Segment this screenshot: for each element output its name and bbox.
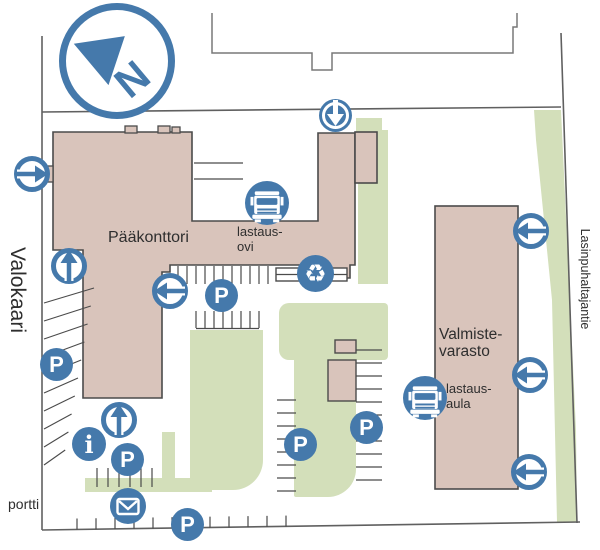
parking-icon: P [40, 348, 73, 381]
north-compass-icon: N [59, 3, 175, 119]
green-bar-southwest [85, 478, 212, 492]
compass-north-letter: N [105, 51, 159, 107]
green-sliver-southwest [162, 432, 175, 480]
parking-icon: P [171, 508, 204, 541]
entrance-arrow-left-icon [513, 213, 549, 249]
entrance-arrow-right-icon [14, 156, 50, 192]
info-icon: i [72, 427, 106, 461]
mailbox-icon [110, 488, 146, 524]
loading-truck-icon [403, 376, 447, 420]
loading-hall-label: lastaus- aula [446, 381, 492, 411]
entrance-arrow-down-icon [319, 99, 352, 132]
street-name-east: Lasinpuhaltajantie [578, 228, 592, 330]
entrance-arrow-up-icon [51, 248, 87, 284]
green-strip-east-street [190, 330, 263, 490]
parking-icon: P [111, 443, 144, 476]
gate-label: portti [8, 496, 40, 512]
entrance-arrow-up-icon [101, 402, 137, 438]
street-name-west: Valokaari [6, 247, 29, 333]
recycle-icon: ♻ [297, 255, 334, 292]
entrance-arrow-left-icon [152, 273, 188, 309]
entrance-arrow-left-icon [512, 357, 548, 393]
parking-icon: P [284, 428, 317, 461]
entrance-arrow-left-icon [511, 454, 547, 490]
loading-door-label: lastaus- ovi [237, 224, 283, 254]
parking-icon: P [205, 279, 238, 312]
loading-truck-icon [245, 181, 289, 225]
warehouse-label: Valmiste- varasto [439, 326, 503, 361]
parking-icon: P [350, 411, 383, 444]
main-building-label: Pääkonttori [108, 229, 189, 246]
